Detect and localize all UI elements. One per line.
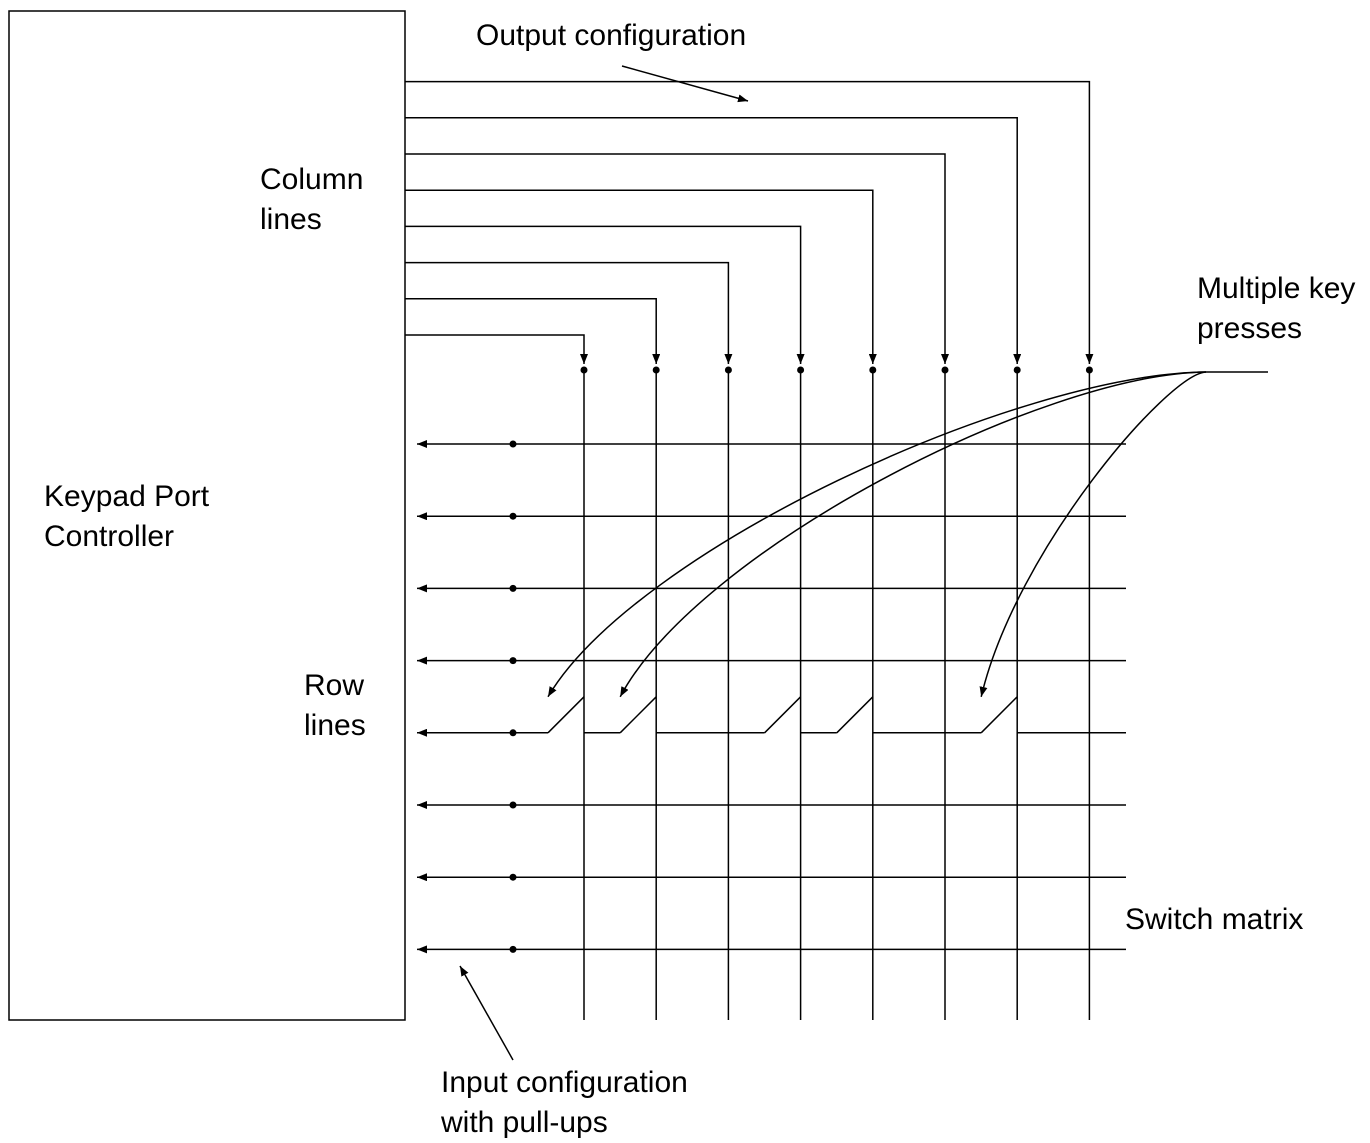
controller-label-line1: Keypad Port bbox=[44, 480, 210, 513]
column-junction-dot bbox=[1013, 366, 1021, 374]
pressed-key-switch bbox=[836, 696, 874, 734]
column-lines-label-line2: lines bbox=[260, 203, 322, 236]
pull-up-dot bbox=[509, 657, 517, 665]
key-press-arrow bbox=[547, 371, 1207, 698]
input-configuration-arrow bbox=[459, 965, 514, 1061]
keypad-port-controller-box bbox=[8, 10, 406, 1021]
column-junction-dot bbox=[724, 366, 732, 374]
input-configuration-label-line2: with pull-ups bbox=[441, 1106, 608, 1139]
row-lines bbox=[417, 440, 1126, 954]
multiple-key-presses-label-line2: presses bbox=[1197, 312, 1303, 345]
column-line-6 bbox=[405, 153, 949, 364]
row-lines-label-line2: lines bbox=[304, 709, 366, 742]
column-junction-dot bbox=[797, 366, 805, 374]
pull-up-dot bbox=[509, 801, 517, 809]
input-configuration-label-line1: Input configuration bbox=[441, 1066, 688, 1099]
column-line-5 bbox=[405, 189, 877, 364]
pressed-key-switch bbox=[764, 696, 802, 734]
column-junction-dot bbox=[580, 366, 588, 374]
output-configuration-arrow bbox=[621, 65, 749, 103]
column-line-4 bbox=[405, 225, 805, 364]
controller-label-line2: Controller bbox=[44, 520, 175, 553]
multiple-key-presses-label-line1: Multiple key bbox=[1197, 272, 1356, 305]
multiple-key-press-arrows bbox=[547, 371, 1268, 698]
row-lines-label-line1: Row bbox=[304, 669, 365, 702]
key-press-arrow bbox=[619, 371, 1207, 698]
column-line-3 bbox=[405, 261, 733, 364]
switch-matrix-label: Switch matrix bbox=[1125, 903, 1304, 936]
column-line-7 bbox=[405, 117, 1022, 364]
output-configuration-label: Output configuration bbox=[476, 19, 747, 52]
column-lines-label-line1: Column bbox=[260, 163, 364, 196]
pull-up-dot bbox=[509, 873, 517, 881]
pull-up-dot bbox=[509, 584, 517, 592]
pull-up-dot bbox=[509, 512, 517, 520]
column-line-1 bbox=[405, 334, 588, 364]
column-line-8 bbox=[405, 80, 1094, 364]
pressed-key-switch bbox=[980, 696, 1018, 734]
key-press-arrow bbox=[979, 371, 1207, 697]
pull-up-dot bbox=[509, 440, 517, 448]
column-lines bbox=[405, 80, 1094, 1020]
pull-up-dot bbox=[509, 945, 517, 953]
pressed-key-switch bbox=[547, 696, 585, 734]
column-junction-dot bbox=[941, 366, 949, 374]
pull-up-dot bbox=[509, 729, 517, 737]
column-line-2 bbox=[405, 298, 661, 364]
pressed-key-switch bbox=[619, 696, 657, 734]
pressed-key-switches bbox=[547, 696, 1018, 734]
column-junction-dot bbox=[1085, 366, 1093, 374]
column-junction-dot bbox=[869, 366, 877, 374]
column-junction-dot bbox=[652, 366, 660, 374]
